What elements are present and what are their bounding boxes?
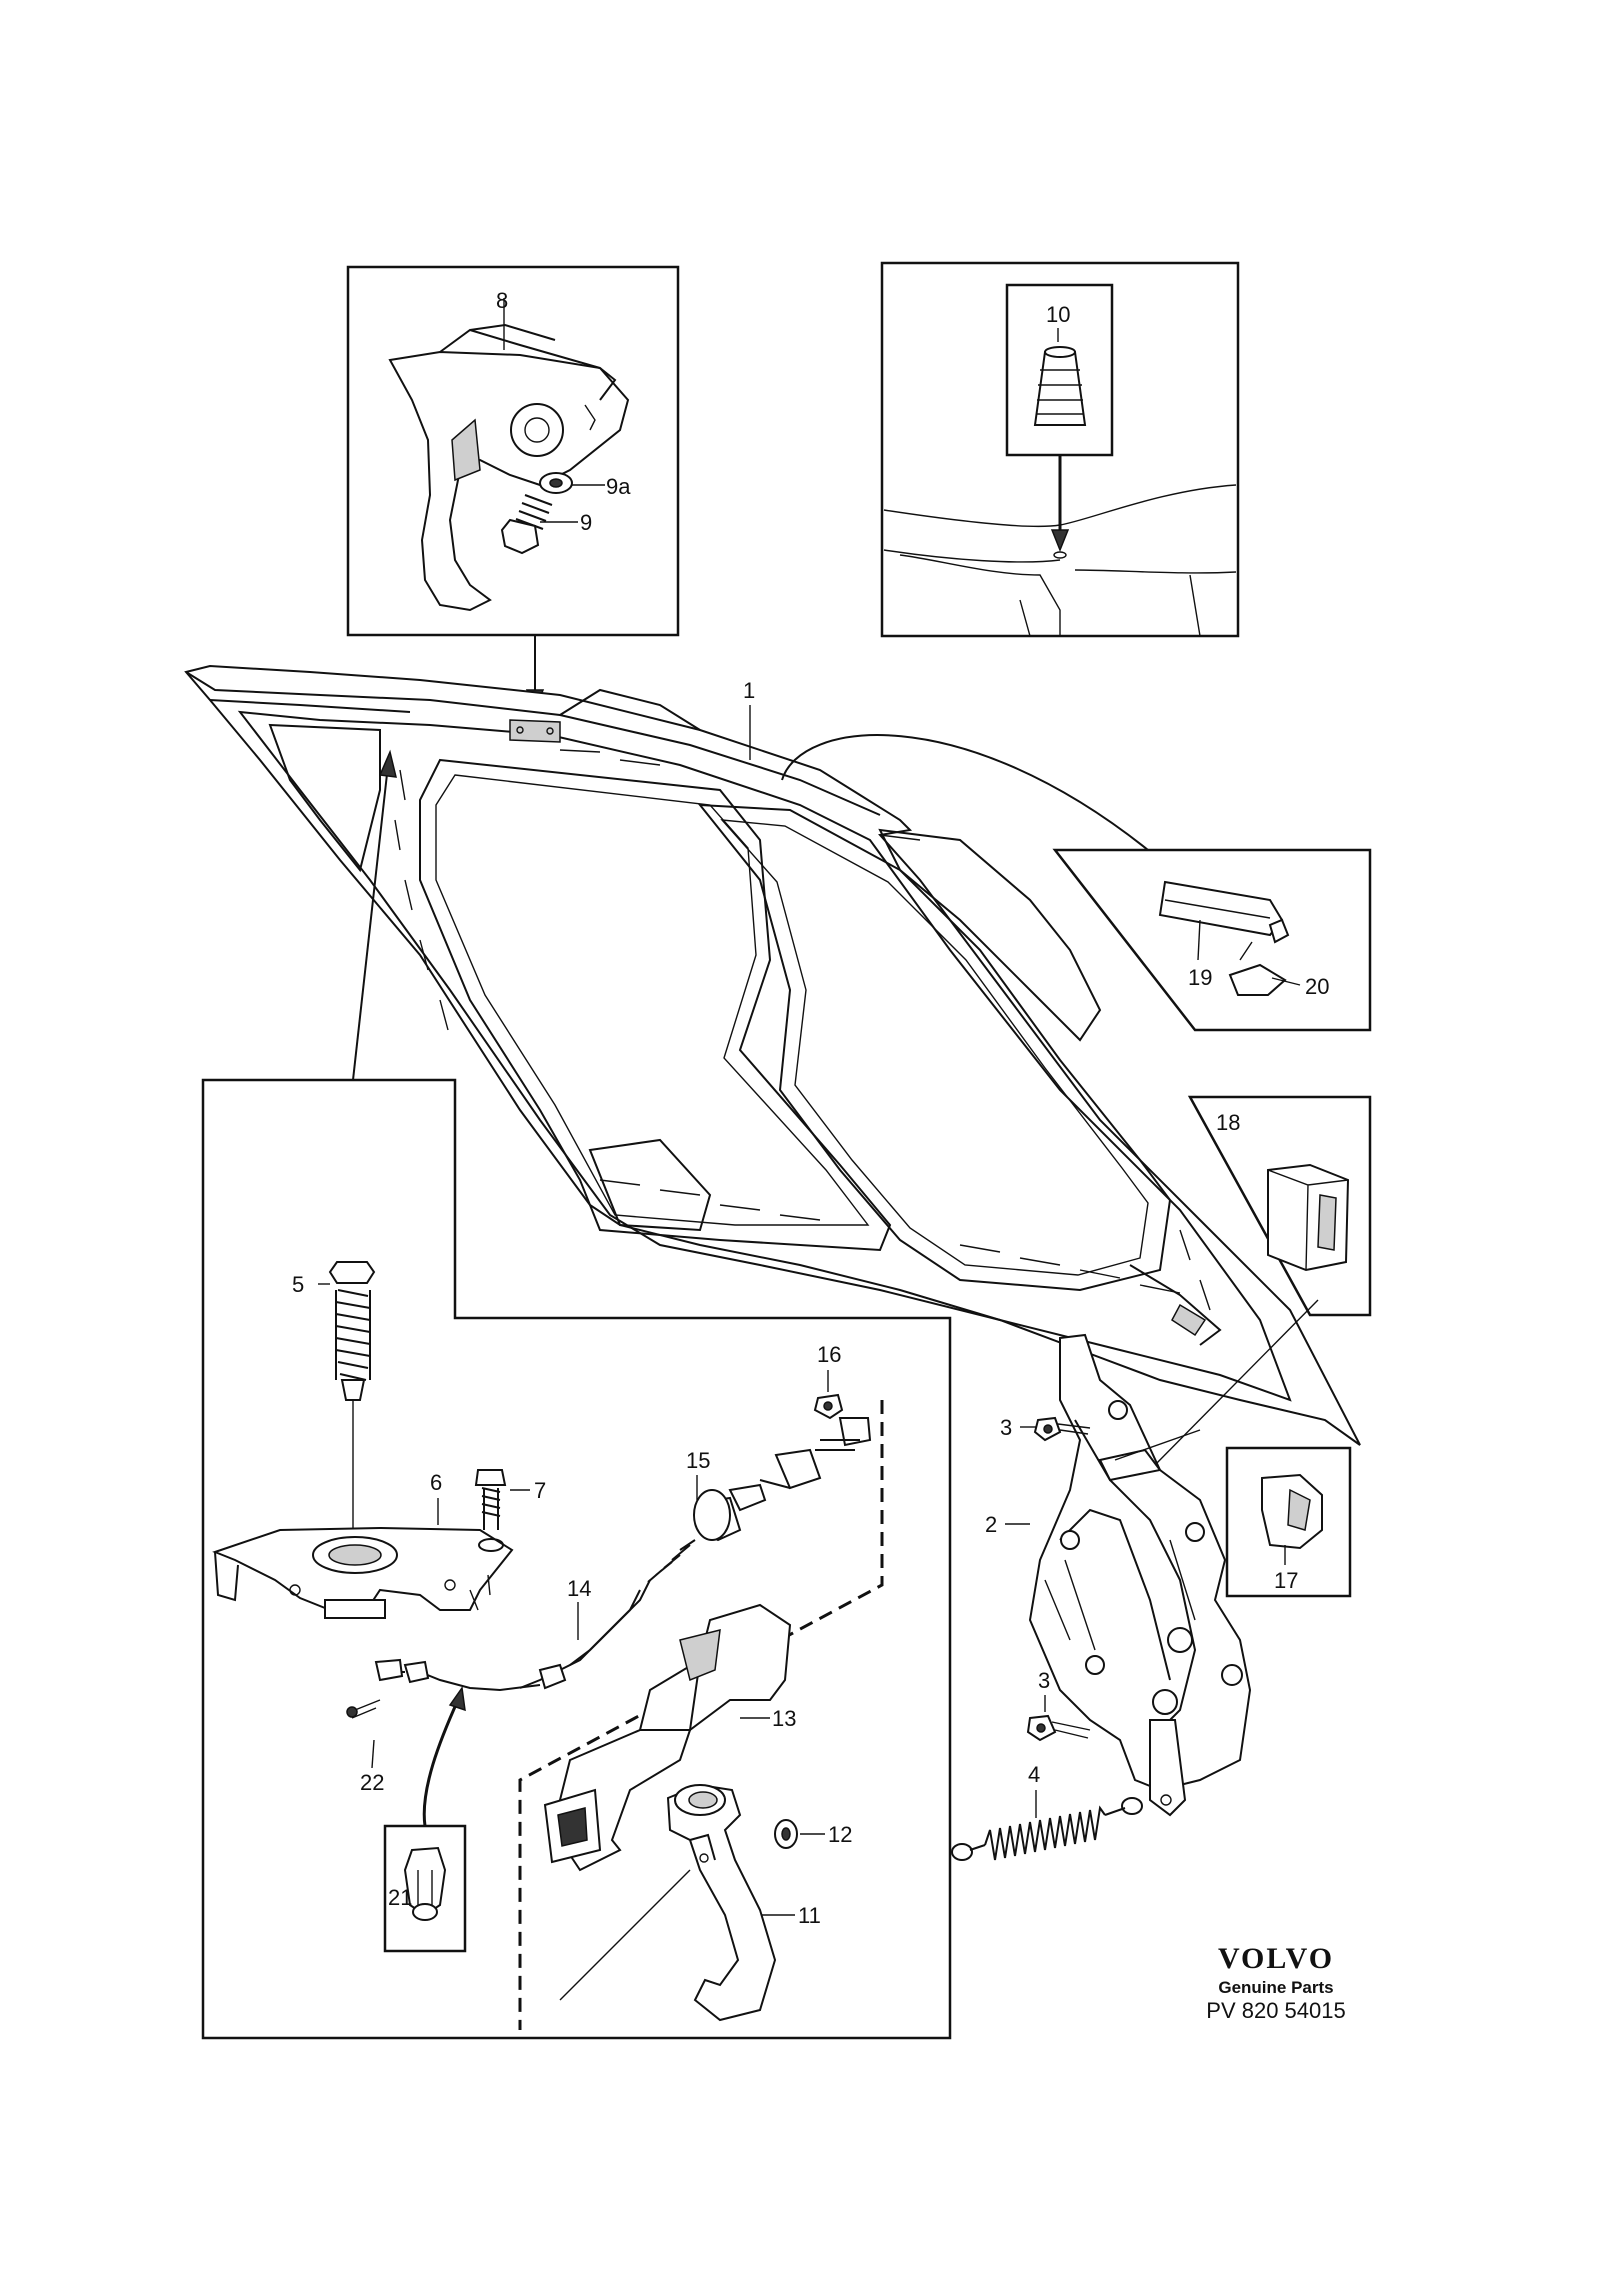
callout-10: 10: [1046, 302, 1070, 327]
inset-clip-17: 17: [1225, 1446, 1352, 1598]
bolt-icon: [500, 494, 553, 555]
hood-panel-icon: 1: [184, 664, 1361, 1446]
callout-9: 9: [580, 510, 592, 535]
cable-clip-icon: [403, 1846, 447, 1921]
handle-bracket-icon: [543, 1603, 792, 1872]
screw-icon: [346, 1658, 404, 1719]
brand-logo: VOLVO: [1217, 1942, 1335, 1975]
callout-17: 17: [1274, 1568, 1298, 1593]
clip-icon: [1228, 963, 1287, 996]
callout-9a: 9a: [606, 474, 631, 499]
clip-block-icon: [1267, 1163, 1350, 1272]
callout-12: 12: [828, 1822, 852, 1847]
brand-subtitle: Genuine Parts: [1218, 1978, 1334, 1997]
inset-clip-18: 18: [1149, 1095, 1372, 1471]
callout-14: 14: [567, 1576, 591, 1601]
brand-part-code: PV 820 54015: [1206, 1998, 1346, 2023]
inset-lock-assembly: 5 6 7 16: [201, 749, 952, 2040]
return-spring-icon: [951, 1797, 1143, 1861]
callout-8: 8: [496, 288, 508, 313]
callout-1: 1: [743, 678, 755, 703]
callout-2: 2: [985, 1512, 997, 1537]
callout-19: 19: [1188, 965, 1212, 990]
clip-holder-icon: [1261, 1473, 1323, 1550]
lock-pin-spring-icon: [328, 1261, 376, 1401]
callout-4: 4: [1028, 1762, 1040, 1787]
clip-nut-icon: [774, 1819, 798, 1849]
bolt-icon: [474, 1469, 507, 1552]
nut-icon: [813, 1393, 844, 1420]
callout-20: 20: [1305, 974, 1329, 999]
lock-plate-icon: [212, 1526, 514, 1619]
callout-16: 16: [817, 1342, 841, 1367]
screw-icon: [1033, 1416, 1091, 1442]
callout-11: 11: [798, 1903, 821, 1928]
callout-22: 22: [360, 1770, 384, 1795]
callout-7: 7: [534, 1478, 546, 1503]
callout-18: 18: [1216, 1110, 1240, 1135]
release-handle-icon: [666, 1783, 777, 2022]
inset-lock-hook: 9a 9 8: [346, 265, 680, 713]
lock-hook-icon: [388, 350, 630, 612]
callout-6: 6: [430, 1470, 442, 1495]
screw-icon: [1026, 1714, 1091, 1742]
callout-3a: 3: [1000, 1415, 1012, 1440]
callout-21: 21: [388, 1885, 412, 1910]
callout-15: 15: [686, 1448, 710, 1473]
rubber-bumper-icon: [1033, 346, 1087, 426]
callout-13: 13: [772, 1706, 796, 1731]
inset-bumper: 10: [880, 261, 1240, 638]
hood-hinge-icon: 3 3 2 4: [951, 1333, 1252, 1861]
inset-seal: 19 20: [1052, 848, 1372, 1032]
release-cable-icon: [385, 1417, 872, 1692]
callout-5: 5: [292, 1272, 304, 1297]
callout-3b: 3: [1038, 1668, 1050, 1693]
